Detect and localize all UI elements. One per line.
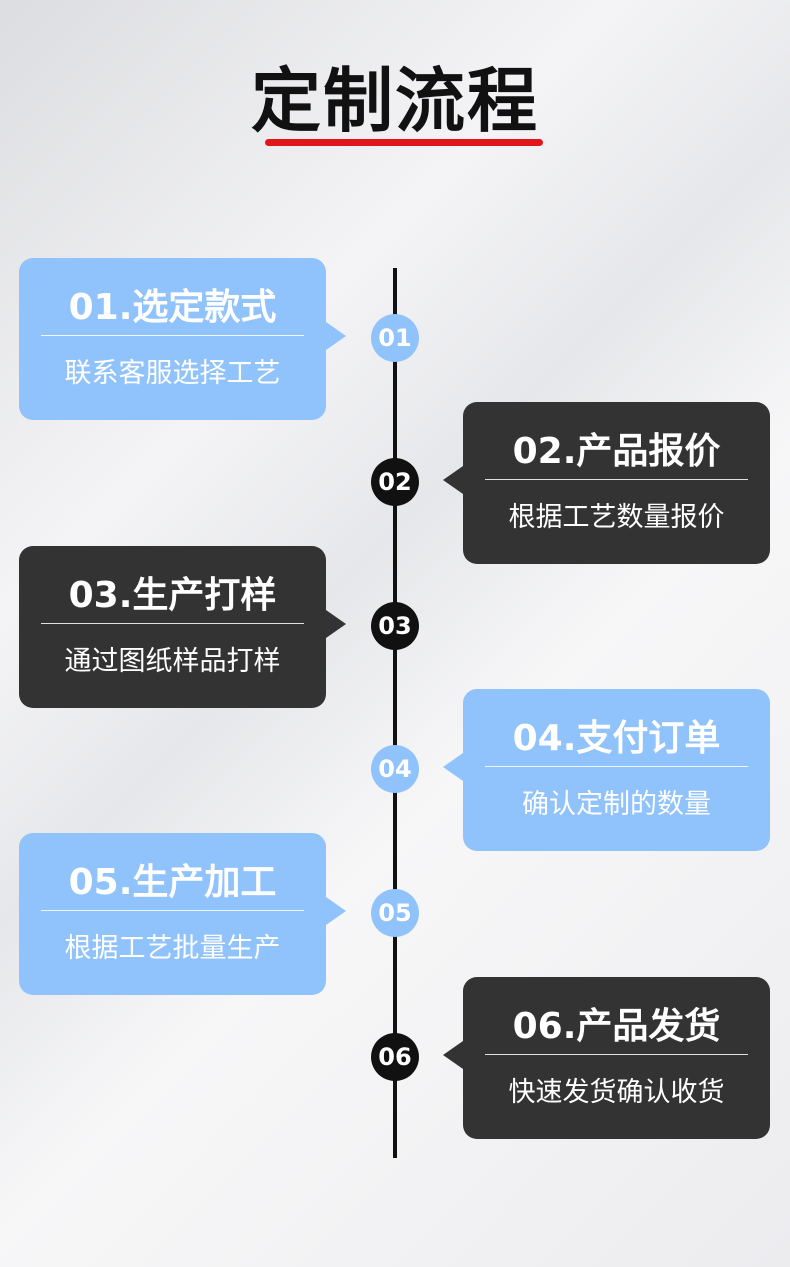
step-description: 根据工艺批量生产 bbox=[64, 933, 281, 965]
step-description: 联系客服选择工艺 bbox=[64, 358, 281, 389]
step-node: 01 bbox=[371, 314, 419, 362]
step-node: 05 bbox=[371, 889, 419, 938]
pointer-arrow bbox=[326, 322, 346, 350]
title-underline bbox=[265, 139, 543, 146]
timeline-axis bbox=[393, 268, 397, 1158]
step-description: 根据工艺数量报价 bbox=[508, 501, 725, 533]
pointer-arrow bbox=[443, 465, 463, 494]
step-title: 03.生产打样 bbox=[41, 568, 304, 624]
step-node: 06 bbox=[371, 1033, 419, 1081]
step-card: 03.生产打样 通过图纸样品打样 bbox=[19, 545, 346, 708]
step-node: 04 bbox=[371, 745, 419, 794]
step-node: 02 bbox=[371, 457, 419, 506]
step-description: 快速发货确认收货 bbox=[508, 1077, 725, 1108]
step-title: 05.生产加工 bbox=[41, 855, 304, 912]
pointer-arrow bbox=[443, 1041, 463, 1069]
step-card: 04.支付订单 确认定制的数量 bbox=[443, 689, 770, 852]
step-card: 06.产品发货 快速发货确认收货 bbox=[443, 977, 770, 1139]
step-node: 03 bbox=[371, 601, 419, 650]
step-title: 04.支付订单 bbox=[485, 711, 748, 768]
pointer-arrow bbox=[443, 753, 463, 782]
step-card: 01.选定款式 联系客服选择工艺 bbox=[19, 258, 346, 420]
page-title: 定制流程 bbox=[251, 60, 539, 142]
step-title: 01.选定款式 bbox=[41, 280, 304, 336]
pointer-arrow bbox=[326, 609, 346, 638]
step-description: 通过图纸样品打样 bbox=[64, 645, 281, 677]
step-title: 02.产品报价 bbox=[485, 424, 748, 480]
step-card: 05.生产加工 根据工艺批量生产 bbox=[19, 833, 346, 996]
step-description: 确认定制的数量 bbox=[522, 789, 711, 821]
pointer-arrow bbox=[326, 897, 346, 926]
step-title: 06.产品发货 bbox=[485, 999, 748, 1055]
step-card: 02.产品报价 根据工艺数量报价 bbox=[443, 401, 770, 564]
